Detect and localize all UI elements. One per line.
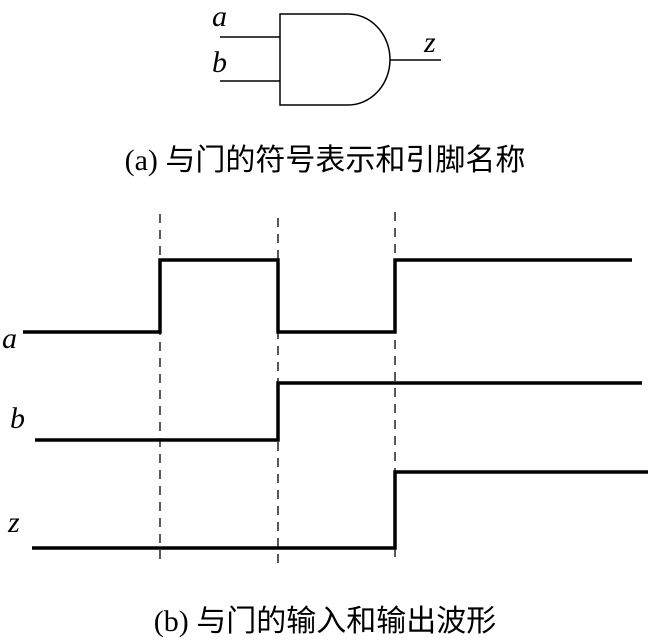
waveform-a <box>23 258 632 334</box>
and-gate-symbol <box>220 13 441 106</box>
wave-label-z: z <box>7 506 20 539</box>
wave-label-b: b <box>10 402 25 435</box>
caption-b: (b) 与门的输入和输出波形 <box>153 605 497 638</box>
caption-a: (a) 与门的符号表示和引脚名称 <box>124 144 526 177</box>
gate-label-b: b <box>212 46 227 79</box>
gate-label-z: z <box>423 26 436 59</box>
and-gate-body <box>279 13 391 106</box>
wave-label-a: a <box>2 322 17 355</box>
gate-label-a: a <box>212 0 227 33</box>
waveform-b <box>35 381 642 442</box>
waveform-z <box>32 470 648 550</box>
